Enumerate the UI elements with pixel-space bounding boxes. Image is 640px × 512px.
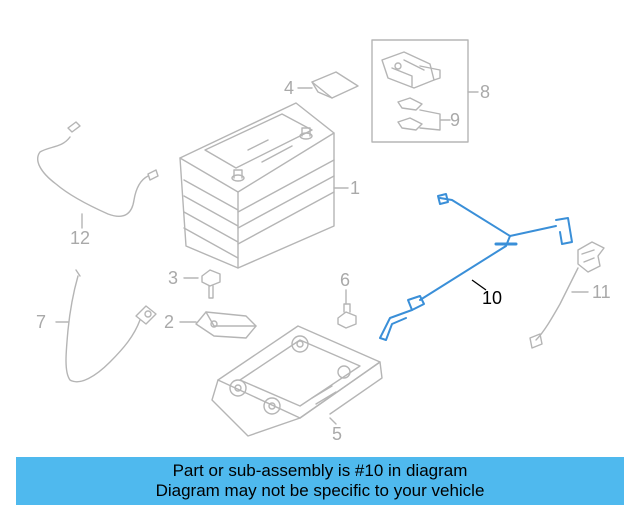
bolt-part-6 (337, 303, 357, 329)
callout-4: 4 (284, 78, 294, 98)
pad-part-4 (311, 71, 359, 99)
bracket-part-2 (195, 311, 257, 339)
leader-line-part-10 (471, 279, 487, 291)
callout-9: 9 (450, 110, 460, 130)
cable-part-7 (65, 269, 157, 383)
callout-12: 12 (70, 228, 90, 248)
banner-line-1: Part or sub-assembly is #10 in diagram (172, 461, 468, 480)
callout-1: 1 (350, 178, 360, 198)
leader-lines (55, 87, 589, 425)
battery-tray-part-5 (211, 325, 383, 437)
banner-line-2: Diagram may not be specific to your vehi… (155, 481, 485, 500)
cable-part-12 (37, 121, 159, 218)
info-banner: Part or sub-assembly is #10 in diagram D… (16, 457, 624, 505)
callout-5: 5 (332, 424, 342, 444)
callout-6: 6 (340, 270, 350, 290)
callout-3: 3 (168, 268, 178, 288)
bolt-part-3 (201, 269, 221, 299)
callout-11: 11 (592, 282, 611, 302)
callout-10: 10 (482, 288, 502, 308)
battery-part-1 (179, 102, 335, 269)
cable-part-10-highlighted[interactable] (379, 193, 573, 341)
clamp-kit-part-8 (371, 39, 469, 143)
sensor-wire-part-11 (529, 241, 605, 349)
callout-7: 7 (36, 312, 46, 332)
callout-8: 8 (480, 82, 490, 102)
callout-2: 2 (164, 312, 174, 332)
